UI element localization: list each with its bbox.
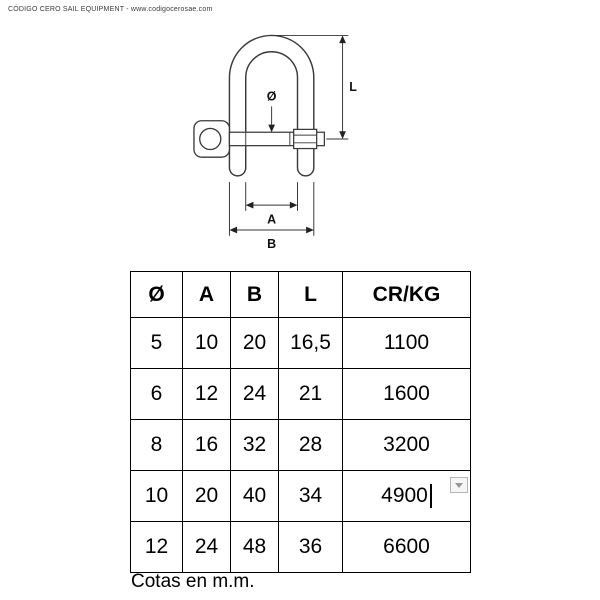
table-cell: 24 <box>182 521 231 573</box>
table-cell: 40 <box>230 470 279 522</box>
arrowhead <box>306 226 314 234</box>
dimensions-table: Ø A B L CR/KG 5 10 20 16,5 1100 6 12 <box>130 271 471 573</box>
col-header-crkg: CR/KG <box>342 271 471 318</box>
arrowhead <box>229 226 238 234</box>
table-cell: 3200 <box>342 419 471 471</box>
table-cell: 1600 <box>342 368 471 420</box>
table-cell: 16 <box>182 419 231 471</box>
table-row: 10 20 40 34 4900 <box>130 470 471 522</box>
table-cell: 36 <box>278 521 343 573</box>
shackle-drawing: Ø L A B <box>193 34 357 251</box>
table-cell: 10 <box>130 470 183 522</box>
dim-label-inner-width: A <box>267 212 276 226</box>
table-cell: 6600 <box>342 521 471 573</box>
table-cell: 12 <box>130 521 183 573</box>
table-row: 5 10 20 16,5 1100 <box>130 317 471 369</box>
arrowhead <box>339 131 346 139</box>
table-row: 8 16 32 28 3200 <box>130 419 471 471</box>
shackle-diagram: Ø L A B <box>190 22 382 254</box>
dim-label-length: L <box>349 80 357 94</box>
arrowhead <box>245 201 254 209</box>
table-cell: 10 <box>182 317 231 369</box>
table-cell-active[interactable]: 4900 <box>342 470 471 522</box>
brand-header: CÓDIGO CERO SAIL EQUIPMENT - www.codigoc… <box>8 6 213 13</box>
table-cell: 48 <box>230 521 279 573</box>
table-cell: 16,5 <box>278 317 343 369</box>
col-header-b: B <box>230 271 279 318</box>
table-cell: 20 <box>182 470 231 522</box>
pin-nut <box>293 128 318 150</box>
dim-label-diameter: Ø <box>267 90 277 104</box>
table-header-row: Ø A B L CR/KG <box>130 271 471 318</box>
table-cell: 8 <box>130 419 183 471</box>
table-cell: 34 <box>278 470 343 522</box>
pin-eye <box>199 127 222 151</box>
table-cell: 1100 <box>342 317 471 369</box>
dimensions-table-wrap: Ø A B L CR/KG 5 10 20 16,5 1100 6 12 <box>130 271 471 573</box>
table-cell: 24 <box>230 368 279 420</box>
table-cell: 32 <box>230 419 279 471</box>
chevron-down-icon <box>455 482 463 488</box>
table-row: 6 12 24 21 1600 <box>130 368 471 420</box>
dim-label-outer-width: B <box>267 237 276 251</box>
arrowhead <box>289 201 298 209</box>
text-caret <box>429 484 432 509</box>
cell-value: 4900 <box>381 483 428 507</box>
shackle-body <box>228 34 315 177</box>
table-cell: 6 <box>130 368 183 420</box>
table-cell: 12 <box>182 368 231 420</box>
table-cell: 21 <box>278 368 343 420</box>
col-header-a: A <box>182 271 231 318</box>
units-caption: Cotas en m.m. <box>131 571 255 592</box>
dropdown-button[interactable] <box>450 477 468 493</box>
table-cell: 20 <box>230 317 279 369</box>
table-cell: 28 <box>278 419 343 471</box>
arrowhead <box>268 124 275 133</box>
table-row: 12 24 48 36 6600 <box>130 521 471 573</box>
table-cell: 5 <box>130 317 183 369</box>
arrowhead <box>339 35 346 44</box>
col-header-l: L <box>278 271 343 318</box>
col-header-diameter: Ø <box>130 271 183 318</box>
